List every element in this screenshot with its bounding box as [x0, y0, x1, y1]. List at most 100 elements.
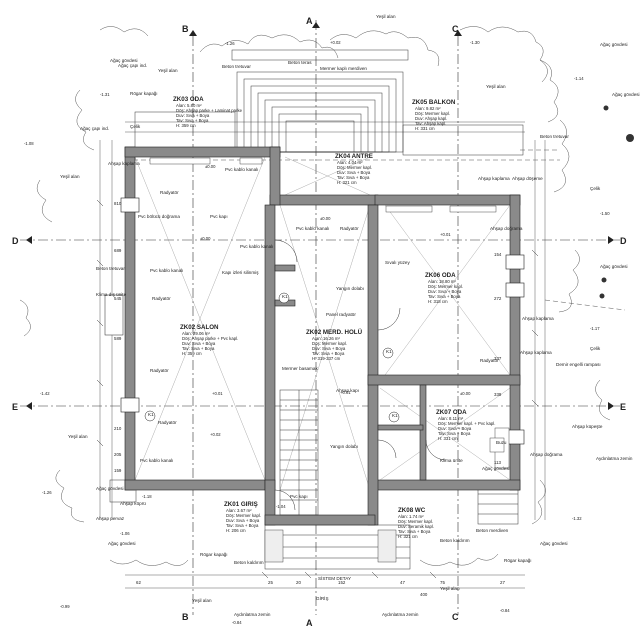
room-code: ZK03 ODA: [173, 96, 204, 103]
svg-text:Ağaç gövdesi: Ağaç gövdesi: [96, 486, 124, 491]
svg-text:810: 810: [114, 201, 122, 206]
annotations: Mermer kaplı merdiven Beton teras Beton …: [60, 14, 640, 617]
svg-text:H: 331 cm: H: 331 cm: [415, 126, 435, 131]
svg-text:Rögar kapağı: Rögar kapağı: [200, 552, 228, 557]
svg-text:Yeşil alan: Yeşil alan: [440, 586, 460, 591]
svg-text:Döş: Mermer kapl.: Döş: Mermer kapl.: [337, 165, 372, 170]
room-zk03: ZK03 ODA Alan: 5.80 m² Döş: Ahşap parke …: [173, 96, 243, 128]
svg-text:Ahşap doğrama: Ahşap doğrama: [530, 452, 563, 457]
svg-text:Duv: Sıva + Boya: Duv: Sıva + Boya: [438, 426, 472, 431]
svg-text:Tav: Sıva + Boya: Tav: Sıva + Boya: [176, 118, 209, 123]
svg-text:25: 25: [268, 580, 273, 585]
room-code: ZK05 BALKON: [412, 99, 456, 106]
svg-text:Tav: Sıva + Boya: Tav: Sıva + Boya: [398, 529, 431, 534]
svg-text:K1: K1: [148, 412, 154, 417]
svg-text:Alan: 8.11 m²: Alan: 8.11 m²: [438, 416, 464, 421]
room-code: ZK04 ANTRE: [335, 153, 373, 160]
svg-text:Aydınlatma zemin: Aydınlatma zemin: [234, 612, 271, 617]
svg-text:Yeşil alan: Yeşil alan: [192, 598, 212, 603]
svg-text:Alan: 16.26 m²: Alan: 16.26 m²: [312, 336, 341, 341]
svg-text:Alan: 9.82 m²: Alan: 9.82 m²: [415, 106, 441, 111]
svg-text:Radyatör: Radyatör: [480, 358, 499, 363]
svg-text:339: 339: [494, 392, 502, 397]
svg-text:545: 545: [114, 296, 122, 301]
level-marks: -1.26 +0.02 -1.30 ±0.00 ±0.00 +0.01 +0.0…: [24, 40, 610, 625]
svg-text:Pvc kapı: Pvc kapı: [290, 494, 308, 499]
svg-text:Pvc kablo kanalı: Pvc kablo kanalı: [240, 244, 273, 249]
svg-text:-1.04: -1.04: [276, 504, 286, 509]
svg-text:Ağaç çapı ind.: Ağaç çapı ind.: [118, 63, 147, 68]
svg-text:GİRİŞ: GİRİŞ: [316, 595, 329, 601]
svg-text:589: 589: [114, 336, 122, 341]
svg-text:Beton kaldırım: Beton kaldırım: [440, 538, 470, 543]
svg-text:Rögar kapağı: Rögar kapağı: [504, 558, 532, 563]
walls: [124, 146, 521, 526]
svg-text:Ağaç gövdesi: Ağaç gövdesi: [482, 466, 510, 471]
svg-text:Döş: Mermer kapl.: Döş: Mermer kapl.: [312, 341, 347, 346]
svg-text:Ağaç gövdesi: Ağaç gövdesi: [108, 541, 136, 546]
room-zk05: ZK05 BALKON Alan: 9.82 m² Döş: Mermer ka…: [412, 99, 456, 131]
svg-text:Beton tretuvar: Beton tretuvar: [222, 64, 251, 69]
svg-text:Pvc kablo kanalı: Pvc kablo kanalı: [296, 226, 329, 231]
svg-text:Radyatör: Radyatör: [340, 226, 359, 231]
svg-text:Yeşil alan: Yeşil alan: [60, 174, 80, 179]
svg-text:Duv: Sıva + Boya: Duv: Sıva + Boya: [176, 113, 210, 118]
vegetation-outline: [19, 26, 611, 566]
svg-text:154: 154: [494, 252, 502, 257]
axis-label-b-bottom: B: [182, 612, 189, 622]
svg-text:Ağaç gövdesi: Ağaç gövdesi: [600, 42, 628, 47]
dimension-values: 62 25 20 152 47 75 27 400 810 689 545 58…: [114, 201, 505, 597]
svg-text:Pvc kablo kanalı: Pvc kablo kanalı: [150, 268, 183, 273]
room-code: ZK08 WC: [398, 507, 426, 514]
axis-label-d-left: D: [12, 236, 19, 246]
svg-text:Aydınlatma zemin: Aydınlatma zemin: [382, 612, 419, 617]
room-zk08: ZK08 WC Alan: 1.74 m² Döş: Mermer kapl. …: [398, 507, 434, 539]
svg-text:689: 689: [114, 248, 122, 253]
svg-text:Buzu: Buzu: [496, 440, 507, 445]
svg-text:47: 47: [400, 580, 405, 585]
svg-text:-1.26: -1.26: [225, 41, 235, 46]
svg-text:Radyatör: Radyatör: [160, 190, 179, 195]
svg-text:Ahşap kaplama: Ahşap kaplama: [108, 161, 140, 166]
svg-text:337: 337: [494, 356, 502, 361]
svg-text:Radyatör: Radyatör: [152, 296, 171, 301]
svg-text:+0.02: +0.02: [210, 432, 221, 437]
axis-label-e-right: E: [620, 402, 626, 412]
svg-text:Pvc bölücü doğrama: Pvc bölücü doğrama: [138, 214, 180, 219]
svg-text:Yeşil alan: Yeşil alan: [486, 84, 506, 89]
svg-text:113: 113: [494, 460, 502, 465]
svg-text:Ahşap döşeme: Ahşap döşeme: [512, 176, 543, 181]
svg-text:K1: K1: [386, 349, 392, 354]
axis-label-b-top: B: [182, 24, 189, 34]
axis-label-a-bottom: A: [306, 618, 313, 628]
svg-text:Ağaç çapı ind.: Ağaç çapı ind.: [80, 126, 109, 131]
svg-text:H: 321 cm: H: 321 cm: [398, 534, 418, 539]
svg-text:K1: K1: [282, 294, 288, 299]
svg-text:Ağaç gövdesi: Ağaç gövdesi: [612, 92, 640, 97]
svg-text:Duv: Sıva + Boya: Duv: Sıva + Boya: [312, 346, 346, 351]
svg-text:Duv: Sıva + Boya: Duv: Sıva + Boya: [337, 170, 371, 175]
svg-text:SİSTEM DETAY: SİSTEM DETAY: [318, 575, 351, 581]
room-code: ZK07 ODA: [436, 409, 467, 416]
room-zk04: ZK04 ANTRE Alan: 4.04 m² Döş: Mermer kap…: [335, 153, 373, 185]
svg-text:Tav: Sıva + Boya: Tav: Sıva + Boya: [182, 346, 215, 351]
svg-text:Alan: 5.80 m²: Alan: 5.80 m²: [176, 103, 202, 108]
svg-text:Tav: Sıva + Boya: Tav: Sıva + Boya: [337, 175, 370, 180]
svg-text:Klima dış ünite: Klima dış ünite: [96, 292, 127, 297]
svg-text:H: 318 cm: H: 318 cm: [428, 299, 448, 304]
svg-text:Ahşap küpeşte: Ahşap küpeşte: [572, 424, 603, 429]
svg-text:Panel radyatör: Panel radyatör: [326, 312, 356, 317]
svg-text:+0.01: +0.01: [212, 391, 223, 396]
svg-text:Duv: Seramik kapl.: Duv: Seramik kapl.: [398, 524, 434, 529]
svg-text:H: 206 cm: H: 206 cm: [226, 528, 246, 533]
svg-text:-1.14: -1.14: [574, 76, 584, 81]
svg-text:Döş: Mermer kapl.: Döş: Mermer kapl.: [428, 284, 463, 289]
svg-text:H: 321 cm: H: 321 cm: [337, 180, 357, 185]
axis-label-c-bottom: C: [452, 612, 459, 622]
svg-text:-1.08: -1.08: [24, 141, 34, 146]
svg-text:Ağaç gövdesi: Ağaç gövdesi: [110, 58, 138, 63]
svg-text:Mermer basamak: Mermer basamak: [282, 366, 318, 371]
room-zk02-salon: ZK02 SALON Alan: 29.06 m² Döş: Ahşap par…: [180, 324, 238, 356]
room-zk02-hall: ZK02 MERD. HOLÜ Alan: 16.26 m² Döş: Merm…: [306, 329, 363, 361]
svg-text:Beton tretuvar: Beton tretuvar: [96, 266, 125, 271]
